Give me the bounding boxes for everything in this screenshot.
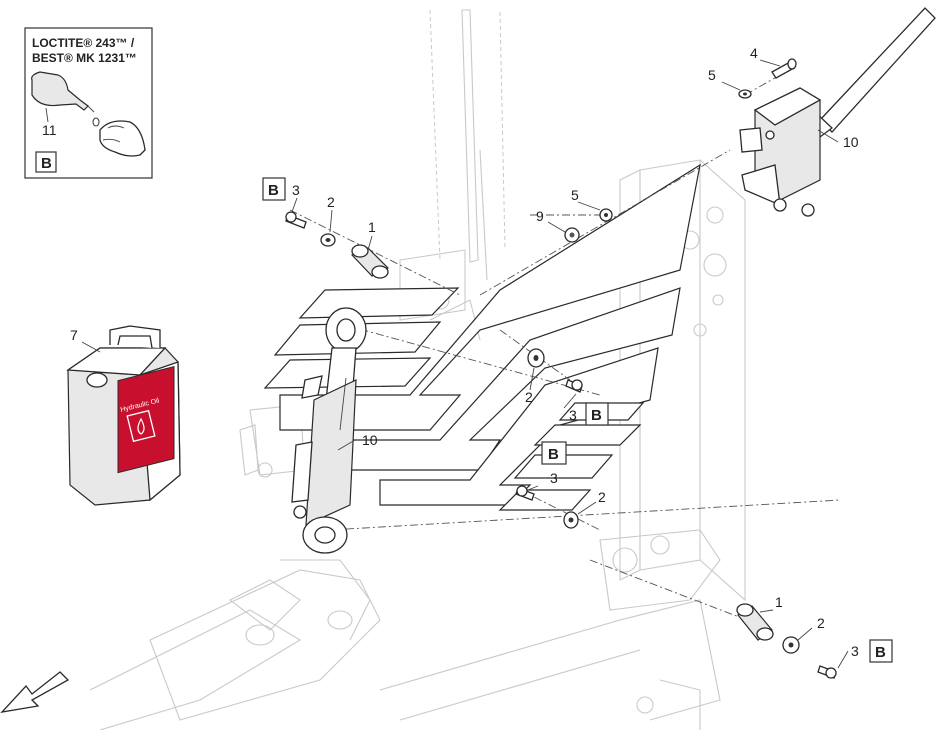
inset-title-line1: LOCTITE® 243™ / bbox=[32, 36, 135, 50]
washer-2-bottom bbox=[782, 636, 800, 654]
callout-5-plate: 5 bbox=[571, 187, 579, 203]
hydraulic-cylinder bbox=[291, 307, 367, 554]
callout-2-bottom: 2 bbox=[817, 615, 825, 631]
callout-4: 4 bbox=[750, 45, 758, 61]
inset-tag-b: B bbox=[41, 155, 52, 172]
decal-panel-5 bbox=[533, 424, 642, 446]
callout-leaders bbox=[291, 59, 849, 669]
decal-panel-6 bbox=[513, 454, 614, 479]
callout-3-top: 3 bbox=[292, 182, 300, 198]
bushing-1-bottom bbox=[736, 603, 774, 641]
thread-locker-bottle-icon bbox=[31, 71, 100, 127]
hardware-parts bbox=[285, 208, 837, 679]
hand-icon bbox=[99, 120, 146, 157]
tag-b-mid: B bbox=[591, 407, 602, 424]
bolt-3-mid bbox=[565, 379, 583, 393]
callout-9: 9 bbox=[536, 208, 544, 224]
bolt-3-top bbox=[285, 211, 307, 229]
washer-5-plate bbox=[599, 208, 613, 222]
callout-3-bottom: 3 bbox=[851, 643, 859, 659]
callout-1-bottom: 1 bbox=[775, 594, 783, 610]
washer-2-mid bbox=[527, 348, 545, 368]
bolt-3-bottom bbox=[817, 665, 837, 679]
tag-b-top-left: B bbox=[268, 182, 279, 199]
callout-labels: B 3 2 1 4 5 10 5 9 2 3 B 10 B 3 2 1 2 3 … bbox=[262, 45, 893, 663]
callout-3-low: 3 bbox=[550, 470, 558, 486]
callout-5-valve: 5 bbox=[708, 67, 716, 83]
inset-callout-11: 11 bbox=[42, 122, 57, 138]
callout-10-valve: 10 bbox=[843, 134, 859, 150]
inset-title-line2: BEST® MK 1231™ bbox=[32, 51, 137, 65]
callout-2-mid: 2 bbox=[525, 389, 533, 405]
tag-b-bottom: B bbox=[875, 644, 886, 661]
washer-2-top bbox=[320, 233, 336, 247]
hydraulic-oil-can: Hydraulic Oil 7 bbox=[66, 325, 181, 506]
callout-10-cyl: 10 bbox=[362, 432, 378, 448]
machine-frame-background bbox=[89, 9, 746, 730]
callout-2-low: 2 bbox=[598, 489, 606, 505]
bolt-3-low bbox=[515, 485, 535, 501]
callout-3-mid: 3 bbox=[569, 407, 577, 423]
oil-label-red bbox=[117, 365, 175, 474]
control-valve-assembly bbox=[738, 7, 936, 217]
callout-7: 7 bbox=[70, 327, 78, 343]
callout-2-top: 2 bbox=[327, 194, 335, 210]
decal-chevron-2 bbox=[329, 287, 681, 471]
decal-panel-1 bbox=[298, 287, 460, 319]
loctite-inset: LOCTITE® 243™ / BEST® MK 1231™ 11 B bbox=[24, 27, 153, 179]
bushing-1-top bbox=[350, 244, 390, 279]
callout-1-top: 1 bbox=[368, 219, 376, 235]
tag-b-low: B bbox=[548, 446, 559, 463]
decal-chevron-main bbox=[279, 163, 701, 431]
direction-arrow-icon bbox=[0, 671, 70, 713]
assembly-lines bbox=[289, 74, 841, 626]
washer-9 bbox=[564, 227, 580, 243]
washer-2-low bbox=[563, 511, 579, 529]
